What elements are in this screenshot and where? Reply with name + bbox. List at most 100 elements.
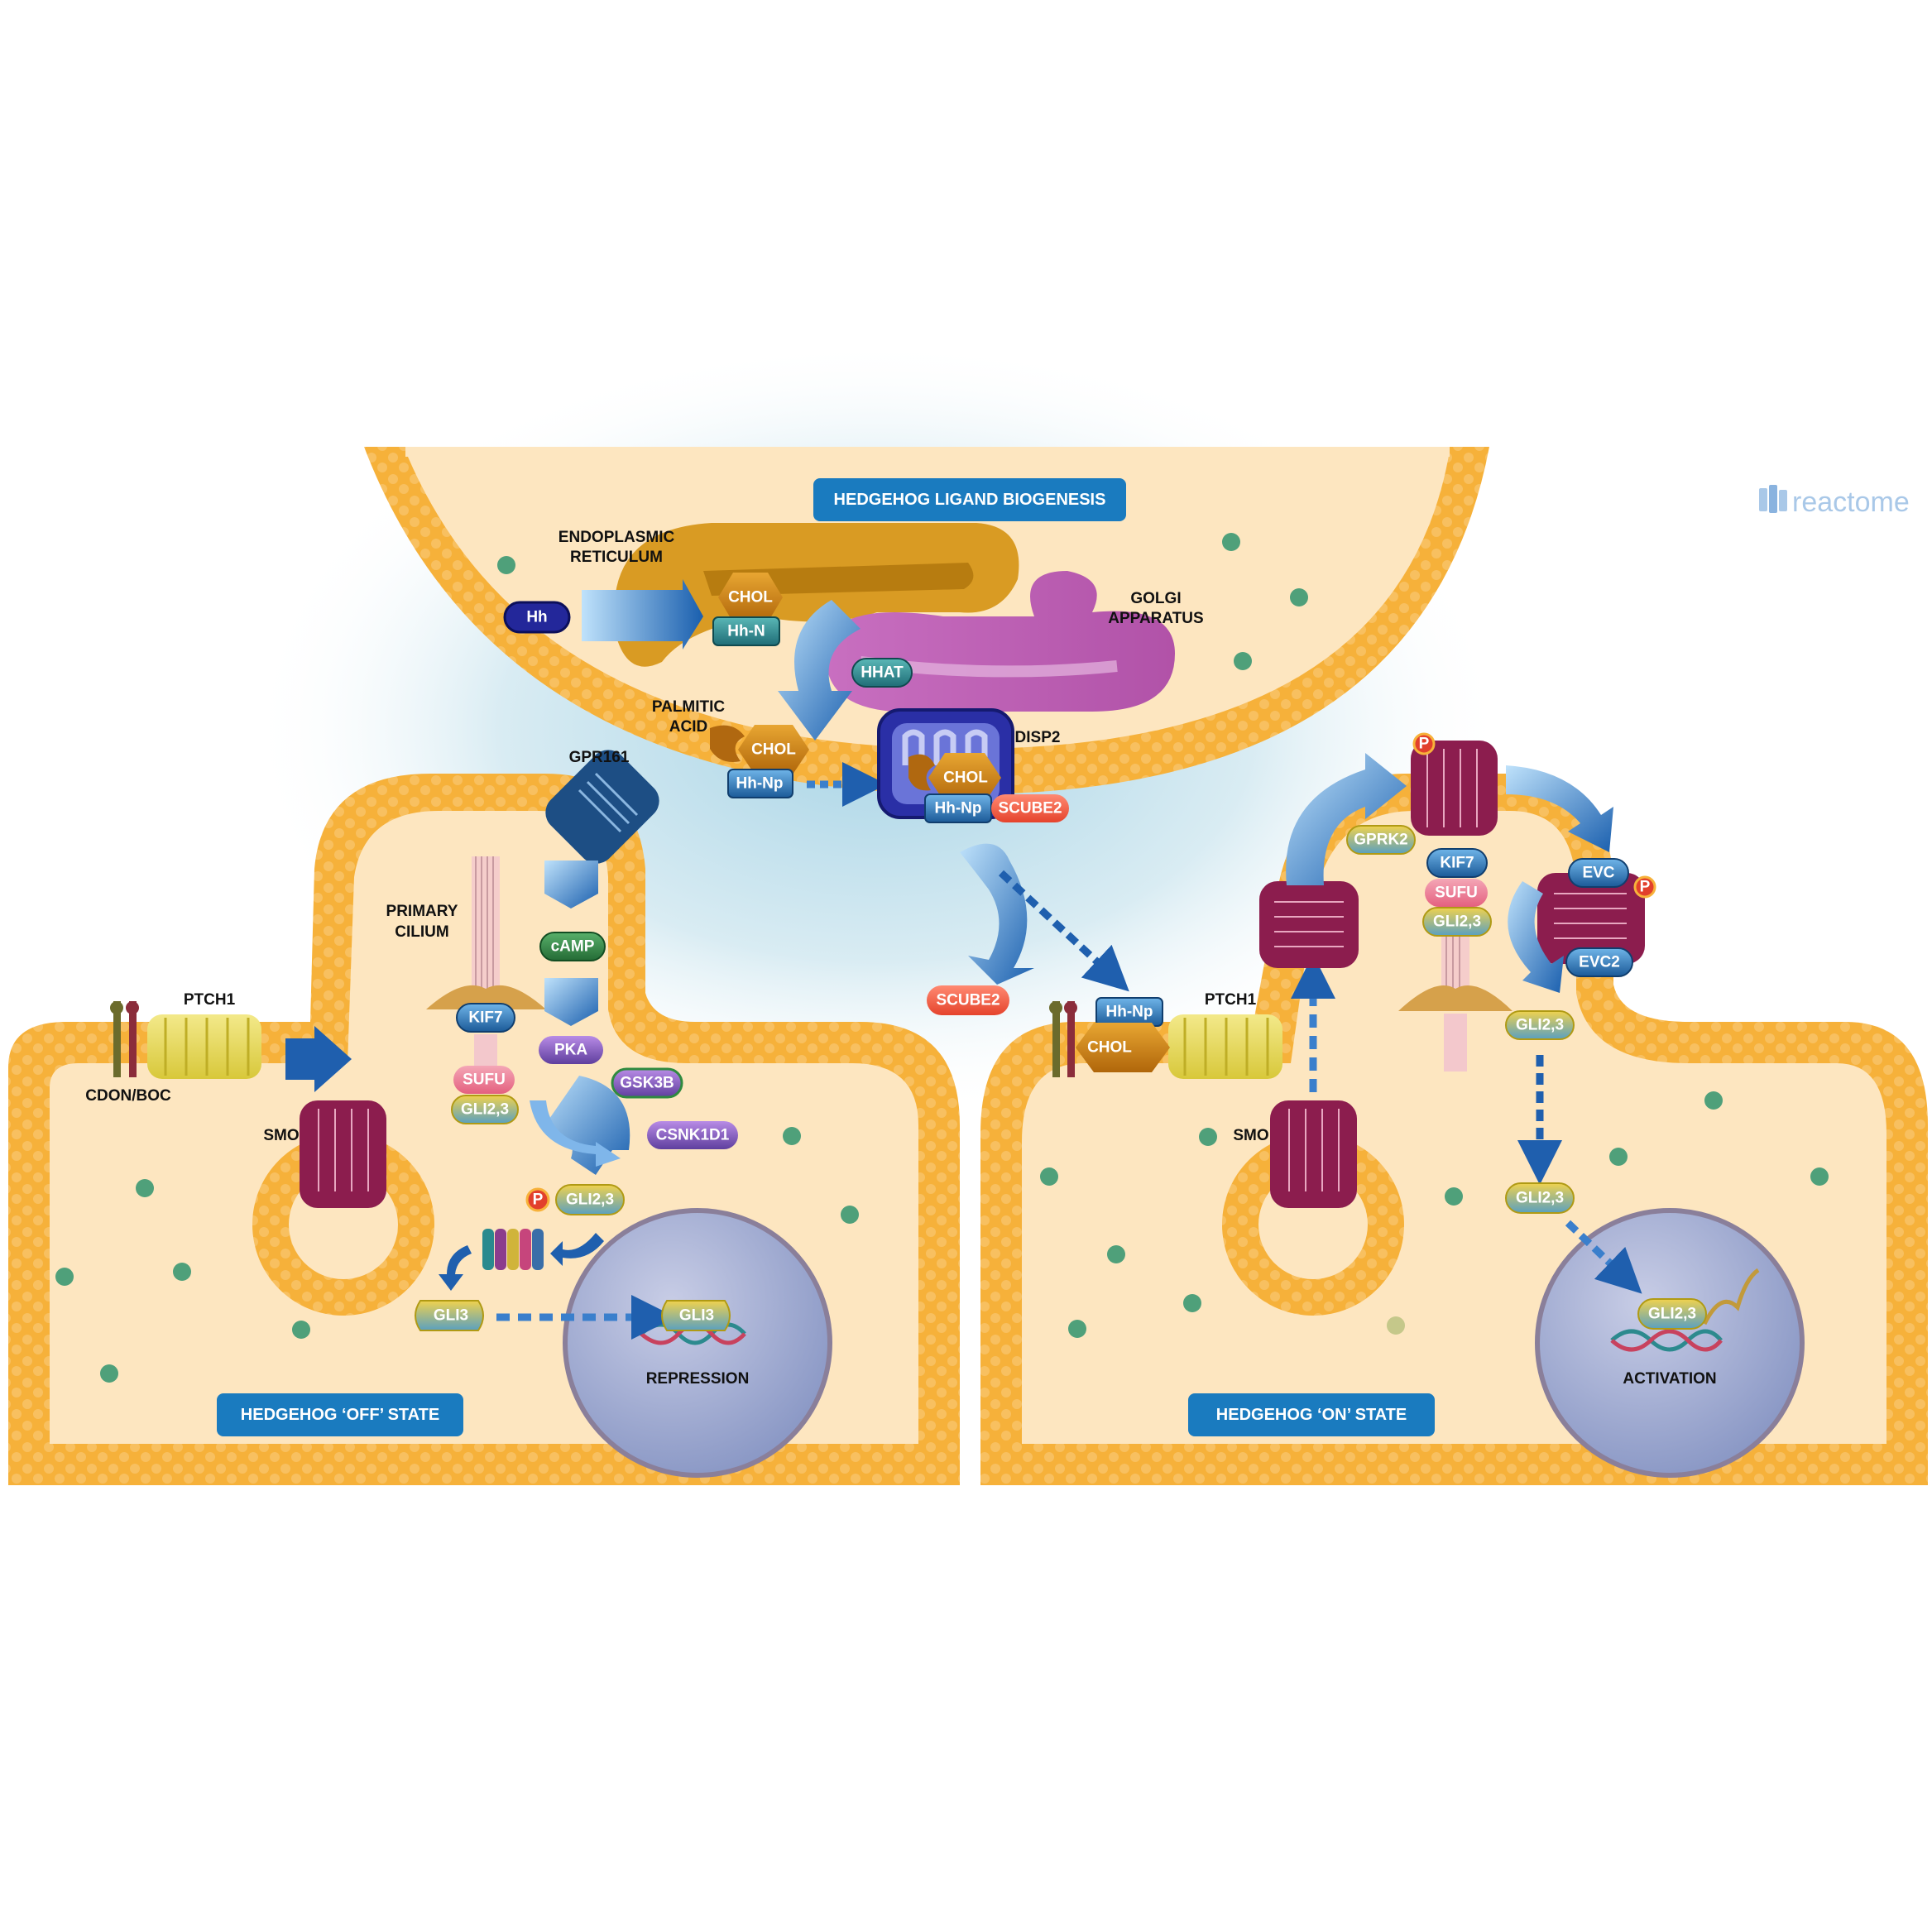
arrow-icon — [550, 1233, 604, 1266]
hhnp-disp-molecule: Hh-Np — [924, 793, 992, 823]
arrow-icon — [285, 1026, 352, 1092]
kif7-on-molecule: KIF7 — [1426, 848, 1488, 878]
arrow-icon — [530, 1100, 621, 1167]
svg-text:GLI2,3: GLI2,3 — [461, 1101, 509, 1119]
svg-text:GLI2,3: GLI2,3 — [1516, 1017, 1564, 1034]
hhnp-palm-molecule: Hh-Np — [727, 769, 793, 798]
primary-cilium-on — [1398, 935, 1513, 1071]
vesicle-dots-off — [55, 1127, 859, 1383]
svg-text:GLI3: GLI3 — [679, 1307, 714, 1325]
svg-text:cAMP: cAMP — [551, 938, 595, 956]
svg-text:P: P — [533, 1191, 544, 1209]
er-label-1: ENDOPLASMIC — [559, 529, 675, 546]
svg-text:SUFU: SUFU — [1435, 885, 1478, 902]
phospho-p-smo-on: P — [1412, 732, 1436, 755]
camp-molecule: cAMP — [539, 932, 606, 961]
gli23-on-cilium-molecule: GLI2,3 — [1422, 907, 1492, 937]
svg-text:HEDGEHOG ‘ON’ STATE: HEDGEHOG ‘ON’ STATE — [1216, 1406, 1407, 1424]
svg-text:CHOL: CHOL — [728, 589, 773, 606]
hhnp-on-molecule: Hh-Np — [1095, 997, 1163, 1027]
svg-text:HEDGEHOG ‘OFF’ STATE: HEDGEHOG ‘OFF’ STATE — [241, 1406, 439, 1424]
gpr161-label: GPR161 — [569, 749, 630, 766]
scube2-free-molecule: SCUBE2 — [927, 985, 1009, 1015]
svg-text:SCUBE2: SCUBE2 — [936, 992, 1000, 1009]
banner-off-state: HEDGEHOG ‘OFF’ STATE — [217, 1393, 463, 1436]
svg-text:GLI3: GLI3 — [434, 1307, 468, 1325]
arrow-icon — [1286, 753, 1407, 885]
ptch1-on-label: PTCH1 — [1205, 991, 1257, 1009]
on-state-nucleus — [1535, 1208, 1805, 1478]
gpr161-receptor — [545, 750, 659, 864]
svg-text:reactome: reactome — [1792, 487, 1910, 518]
er-label-2: RETICULUM — [570, 549, 663, 566]
reactome-logo-icon — [1759, 485, 1787, 513]
cdon-boc-label: CDON/BOC — [85, 1087, 171, 1105]
smo-receptor-on — [1270, 1100, 1357, 1208]
reactome-logo: reactome — [1759, 485, 1910, 518]
svg-text:GLI2,3: GLI2,3 — [1516, 1190, 1564, 1207]
dashed-arrow-to-receiver — [998, 870, 1129, 992]
chol-disp-molecule: CHOL — [908, 753, 1001, 803]
evc-smo-complex — [1537, 873, 1645, 964]
gsk3b-molecule: GSK3B — [611, 1067, 683, 1099]
golgi-label-1: GOLGI — [1130, 590, 1181, 607]
svg-text:P: P — [1640, 879, 1651, 896]
phospho-p-evc: P — [1633, 875, 1656, 899]
svg-text:CSNK1D1: CSNK1D1 — [656, 1127, 730, 1144]
gli23-nuclear-on-molecule: GLI2,3 — [1637, 1298, 1707, 1330]
primary-cilium-label-2: CILIUM — [395, 923, 448, 941]
gli23-off-molecule: GLI2,3 — [451, 1095, 519, 1124]
chol-hexagon-er: CHOL — [718, 573, 783, 622]
hhat-enzyme: HHAT — [851, 658, 913, 688]
palmitic-label-2: ACID — [669, 718, 707, 736]
svg-text:KIF7: KIF7 — [468, 1009, 502, 1027]
repression-label: REPRESSION — [646, 1370, 750, 1388]
evc-molecule: EVC — [1568, 858, 1629, 888]
gli23-on-1-molecule: GLI2,3 — [1505, 1010, 1575, 1040]
proteasome-icon — [482, 1229, 544, 1270]
sufu-off-molecule: SUFU — [453, 1066, 515, 1094]
hh-molecule: Hh — [503, 601, 571, 634]
svg-text:HEDGEHOG LIGAND BIOGENESIS: HEDGEHOG LIGAND BIOGENESIS — [834, 491, 1106, 509]
svg-text:SCUBE2: SCUBE2 — [998, 800, 1062, 817]
evc2-molecule: EVC2 — [1565, 947, 1633, 977]
dna-icon — [1610, 1268, 1760, 1352]
arrow-icon — [439, 1245, 472, 1291]
svg-text:GLI2,3: GLI2,3 — [566, 1191, 614, 1209]
svg-text:GLI2,3: GLI2,3 — [1433, 913, 1481, 931]
svg-text:EVC: EVC — [1582, 865, 1614, 882]
svg-text:EVC2: EVC2 — [1579, 954, 1620, 971]
gli23-on-2-molecule: GLI2,3 — [1505, 1182, 1575, 1214]
arrow-icon — [582, 579, 703, 650]
primary-cilium-label-1: PRIMARY — [386, 903, 458, 920]
cdon-boc-receptor-on — [1049, 1001, 1077, 1077]
svg-text:P: P — [1419, 736, 1430, 753]
palmitic-acid-group: CHOL — [710, 725, 809, 774]
banner-biogenesis: HEDGEHOG LIGAND BIOGENESIS — [813, 478, 1126, 521]
vesicle-dots-on — [1040, 1091, 1829, 1338]
vesicle-dots-top — [497, 533, 1308, 670]
primary-cilium-off — [426, 856, 546, 1071]
scube2-disp-molecule: SCUBE2 — [991, 794, 1069, 822]
smo-off-label: SMO — [263, 1127, 299, 1144]
svg-text:CHOL: CHOL — [751, 741, 796, 759]
smo-cilium-left — [1259, 881, 1359, 968]
ptch1-off-label: PTCH1 — [184, 991, 236, 1009]
activation-label: ACTIVATION — [1623, 1370, 1716, 1388]
hhn-molecule: Hh-N — [712, 616, 780, 646]
chol-on-molecule: CHOL — [1076, 1023, 1170, 1072]
disp2-label: DISP2 — [1015, 729, 1061, 746]
svg-text:PKA: PKA — [554, 1042, 587, 1059]
arrow-icon — [544, 861, 598, 908]
phospho-p-off: P — [525, 1187, 550, 1212]
svg-text:Hh-Np: Hh-Np — [935, 800, 982, 817]
banner-on-state: HEDGEHOG ‘ON’ STATE — [1188, 1393, 1435, 1436]
svg-text:HHAT: HHAT — [861, 664, 904, 682]
svg-text:Hh-Np: Hh-Np — [1106, 1004, 1153, 1021]
golgi-label-2: APPARATUS — [1108, 610, 1203, 627]
svg-text:GPRK2: GPRK2 — [1354, 832, 1407, 849]
ptch1-receptor-on — [1168, 1014, 1282, 1079]
ptch1-receptor-off — [147, 1014, 261, 1079]
sufu-on-molecule: SUFU — [1425, 879, 1488, 907]
